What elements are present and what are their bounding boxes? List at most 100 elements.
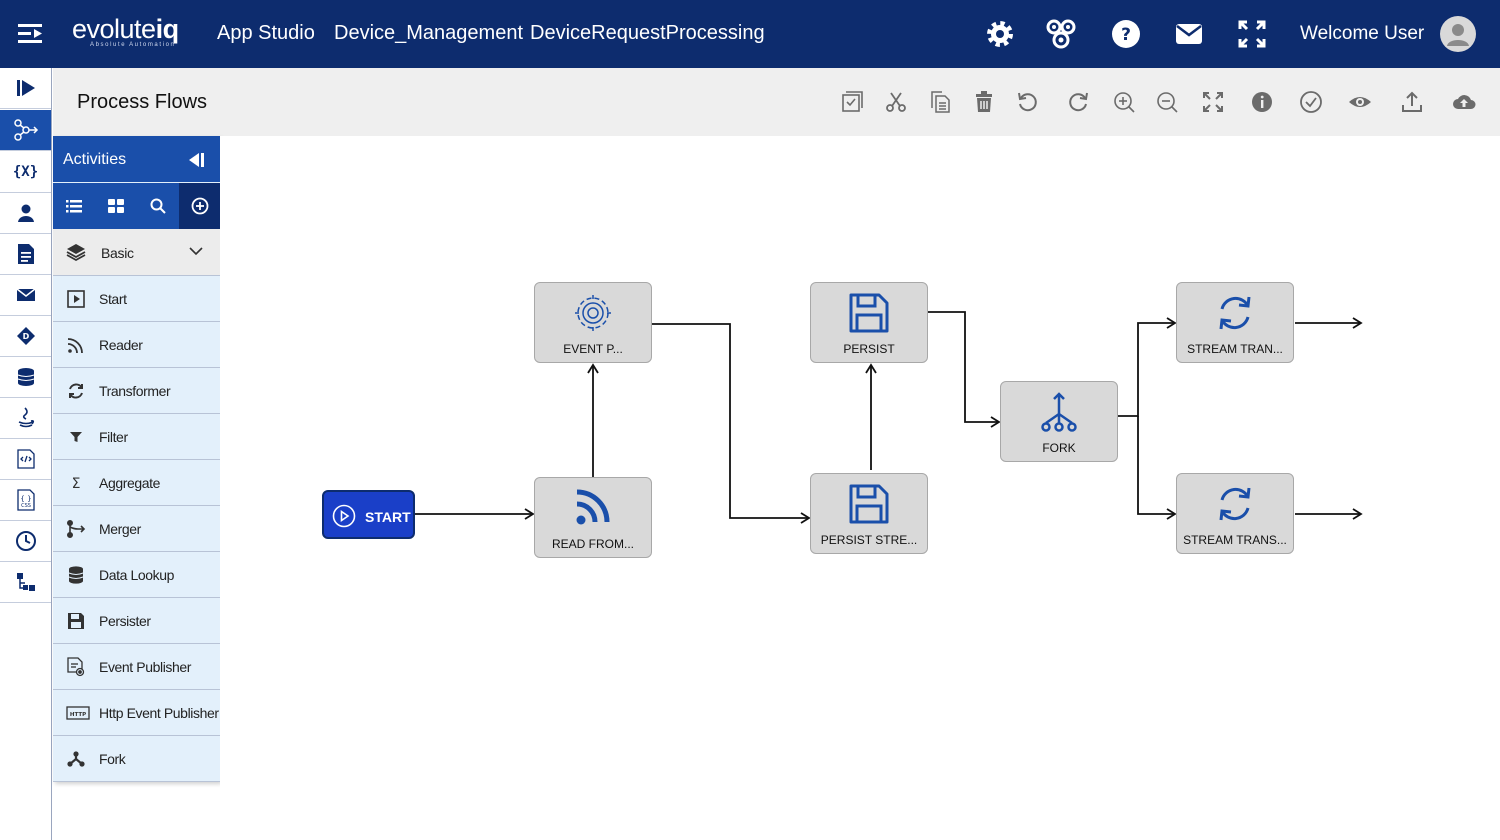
node-persist-stream[interactable]: PERSIST STRE... xyxy=(810,473,928,554)
tab-grid-view[interactable] xyxy=(95,183,136,229)
node-label: STREAM TRANS... xyxy=(1183,533,1287,547)
zoom-out-icon[interactable] xyxy=(1155,90,1179,114)
fit-screen-icon[interactable] xyxy=(1201,90,1225,114)
tab-add[interactable] xyxy=(179,183,220,229)
activity-http-event-publisher[interactable]: HTTP Http Event Publisher xyxy=(53,690,220,736)
activity-label: Fork xyxy=(99,751,126,767)
flow-canvas[interactable]: START EVENT P... READ FROM... PERSIST xyxy=(220,136,1500,840)
rail-decision[interactable]: D xyxy=(0,316,51,357)
activity-data-lookup[interactable]: Data Lookup xyxy=(53,552,220,598)
hierarchy-icon xyxy=(16,573,35,591)
start-label: START xyxy=(365,509,411,525)
validate-icon[interactable] xyxy=(1299,90,1323,114)
node-label: FORK xyxy=(1042,441,1076,455)
node-stream-transform-2[interactable]: STREAM TRANS... xyxy=(1176,473,1294,554)
start-node[interactable]: START xyxy=(322,490,415,539)
rail-scheduler[interactable] xyxy=(0,521,51,562)
export-icon[interactable] xyxy=(1400,90,1424,114)
node-label: READ FROM... xyxy=(551,537,634,551)
project-name[interactable]: Device_Management xyxy=(334,22,523,44)
list-view-icon xyxy=(65,200,82,213)
reader-icon xyxy=(67,338,83,354)
activity-label: Start xyxy=(99,291,127,307)
page-title: Process Flows xyxy=(77,91,208,113)
node-persist[interactable]: PERSIST xyxy=(810,282,928,363)
document-icon xyxy=(17,244,34,264)
cut-icon[interactable] xyxy=(884,90,908,114)
node-stream-transform-1[interactable]: STREAM TRAN... xyxy=(1176,282,1294,363)
activity-merger[interactable]: Merger xyxy=(53,506,220,552)
activity-event-publisher[interactable]: Event Publisher xyxy=(53,644,220,690)
refresh-icon xyxy=(1219,296,1251,330)
settings-icon[interactable] xyxy=(984,18,1016,50)
logo-prefix: evolute xyxy=(72,14,156,44)
menu-toggle-icon[interactable] xyxy=(18,22,44,46)
flow-name[interactable]: DeviceRequestProcessing xyxy=(530,22,765,44)
activity-transformer[interactable]: Transformer xyxy=(53,368,220,414)
rail-variables[interactable]: {X} xyxy=(0,152,51,193)
rail-mail[interactable] xyxy=(0,275,51,316)
help-icon[interactable]: ? xyxy=(1110,18,1142,50)
collapse-panel-icon[interactable] xyxy=(187,152,205,168)
node-label: PERSIST xyxy=(843,342,895,356)
rail-css[interactable]: { }CSS xyxy=(0,480,51,521)
rail-hierarchy[interactable] xyxy=(0,562,51,603)
preview-icon[interactable] xyxy=(1348,90,1372,114)
svg-text:D: D xyxy=(22,332,29,341)
transformer-icon xyxy=(69,383,83,399)
app-name[interactable]: App Studio xyxy=(217,22,315,44)
activity-persister[interactable]: Persister xyxy=(53,598,220,644)
select-all-icon[interactable] xyxy=(840,90,864,114)
zoom-in-icon[interactable] xyxy=(1112,90,1136,114)
database-icon xyxy=(17,368,34,386)
redo-icon[interactable] xyxy=(1066,90,1090,114)
copy-icon[interactable] xyxy=(928,90,952,114)
http-icon: HTTP xyxy=(66,706,90,720)
rail-users[interactable] xyxy=(0,193,51,234)
undo-icon[interactable] xyxy=(1016,90,1040,114)
logo-tagline: Absolute Automation xyxy=(90,42,176,48)
left-nav-rail: {X} D { }CSS xyxy=(0,68,52,840)
tab-list-view[interactable] xyxy=(53,183,94,229)
chevron-down-icon xyxy=(189,247,203,256)
node-label: STREAM TRAN... xyxy=(1187,342,1283,356)
node-read-from[interactable]: READ FROM... xyxy=(534,477,652,558)
play-circle-icon xyxy=(332,504,356,528)
info-icon[interactable] xyxy=(1250,90,1274,114)
deploy-icon[interactable] xyxy=(1452,90,1476,114)
rail-database[interactable] xyxy=(0,357,51,398)
activity-reader[interactable]: Reader xyxy=(53,322,220,368)
sigma-icon: Σ xyxy=(72,476,81,492)
category-dropdown[interactable]: Basic xyxy=(53,229,220,276)
activity-aggregate[interactable]: Σ Aggregate xyxy=(53,460,220,506)
rail-run[interactable] xyxy=(0,68,51,109)
activity-label: Aggregate xyxy=(99,475,161,491)
activity-start[interactable]: Start xyxy=(53,276,220,322)
event-gear-icon xyxy=(575,295,611,331)
activity-filter[interactable]: Filter xyxy=(53,414,220,460)
node-event-publisher[interactable]: EVENT P... xyxy=(534,282,652,363)
filter-icon xyxy=(70,432,82,442)
mail-icon[interactable] xyxy=(1173,18,1205,50)
delete-icon[interactable] xyxy=(972,90,996,114)
fork-icon xyxy=(1041,392,1077,432)
fullscreen-icon[interactable] xyxy=(1236,18,1268,50)
rail-documents[interactable] xyxy=(0,234,51,275)
rail-script[interactable] xyxy=(0,439,51,480)
category-label: Basic xyxy=(101,245,134,261)
tab-search[interactable] xyxy=(137,183,178,229)
rail-java[interactable] xyxy=(0,398,51,439)
activity-fork[interactable]: Fork xyxy=(53,736,220,782)
rss-icon xyxy=(576,489,610,525)
integrations-icon[interactable] xyxy=(1045,18,1077,50)
edge-fork-stream1 xyxy=(1118,317,1177,417)
floppy-icon xyxy=(849,293,889,333)
activities-header: Activities xyxy=(53,136,220,182)
grid-view-icon xyxy=(107,199,124,213)
event-publisher-icon xyxy=(67,657,85,677)
node-fork[interactable]: FORK xyxy=(1000,381,1118,462)
rail-process-flow[interactable] xyxy=(0,110,51,151)
activity-label: Http Event Publisher xyxy=(99,705,219,721)
svg-text:CSS: CSS xyxy=(21,503,31,509)
user-avatar[interactable] xyxy=(1440,16,1476,52)
